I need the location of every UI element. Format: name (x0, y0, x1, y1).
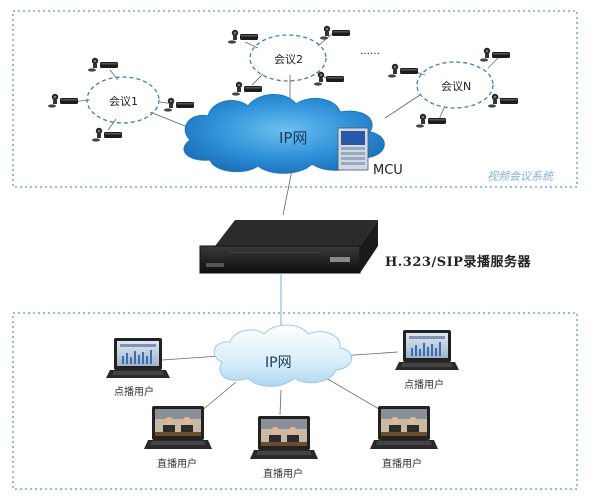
vod-user-left-label: 点播用户 (114, 387, 154, 398)
bottom-cloud-label: IP网 (265, 355, 292, 371)
live-user-center-label: 直播用户 (263, 469, 303, 480)
meeting-n-label: 会议N (441, 80, 472, 93)
system-label: 视频会议系统 (487, 170, 553, 183)
video-conference-section-border (12, 10, 578, 188)
top-cloud-label: IP网 (279, 129, 308, 147)
live-user-right-label: 直播用户 (382, 459, 422, 470)
mcu-device (337, 127, 369, 171)
meeting-1-label: 会议1 (109, 95, 138, 108)
vod-user-right-laptop (395, 330, 459, 370)
users-section-border (12, 312, 578, 490)
live-user-right-laptop (370, 406, 438, 449)
live-user-left-label: 直播用户 (157, 459, 197, 470)
meeting-1-ring (86, 76, 160, 124)
vod-user-right-label: 点播用户 (404, 380, 444, 391)
meeting-2-ring (249, 34, 327, 82)
mcu-label: MCU (373, 163, 403, 178)
vod-user-left-laptop (106, 338, 170, 378)
recording-server (199, 220, 378, 274)
meeting-n-ring (416, 61, 494, 109)
server-label: H.323/SIP录播服务器 (385, 255, 531, 270)
ip-network-cloud-bottom (213, 324, 352, 387)
ellipsis: …… (360, 46, 380, 57)
live-user-center-laptop (250, 416, 318, 459)
meeting-2-label: 会议2 (274, 53, 303, 66)
live-user-left-laptop (144, 406, 212, 449)
ip-network-cloud-top (183, 94, 385, 174)
